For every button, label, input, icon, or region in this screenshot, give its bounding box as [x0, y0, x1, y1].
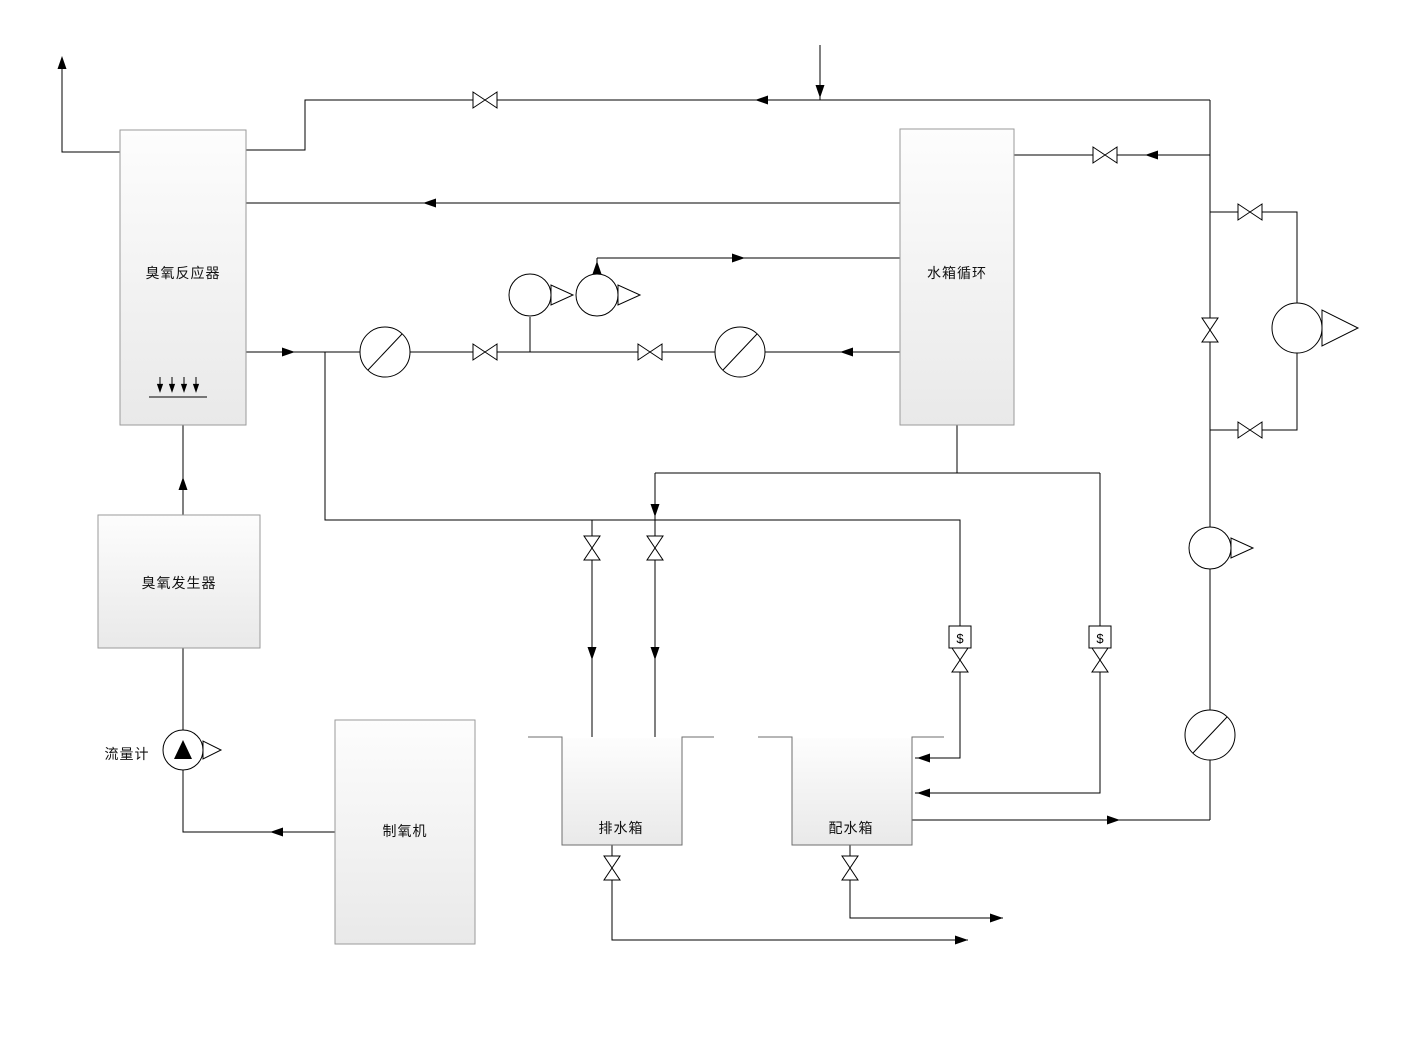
- pump-icon-4: [1184, 709, 1236, 761]
- oxygen-machine-box: [334, 719, 476, 945]
- pump-icon-1: [359, 326, 411, 378]
- valve-icon-bypass-top: [1237, 203, 1263, 221]
- ozone-generator-box: [97, 514, 261, 649]
- valve-icon-drain-1: [583, 535, 601, 561]
- arrow-tankfeed-left: [1145, 150, 1158, 160]
- pipe-vent: [61, 60, 120, 153]
- solenoid-valve-icon-2: $: [1088, 625, 1112, 673]
- water-tank-circulation-label: 水箱循环: [927, 265, 987, 281]
- drain-tank-fill: [562, 738, 682, 845]
- arrow-supply-right: [732, 253, 745, 263]
- arrow-dist-in-1: [917, 753, 930, 763]
- flow-meter-icon: [162, 729, 223, 771]
- arrow-distout-right: [990, 913, 1003, 923]
- drain-tank-label: 排水箱: [598, 820, 644, 836]
- arrow-top-left: [755, 95, 768, 105]
- arrow-mid-right: [282, 347, 295, 357]
- ozone-generator-label: 臭氧发生器: [141, 575, 217, 591]
- valve-icon-tank-feed: [1092, 146, 1118, 164]
- pipe-tank-bottom-header: [655, 424, 1100, 474]
- valve-icon-drain-out: [603, 855, 621, 881]
- arrow-oxygen-left: [270, 827, 283, 837]
- arrow-drainout-right: [955, 935, 968, 945]
- ozone-reactor-box: [119, 129, 247, 426]
- arrow-drain1-down: [587, 647, 597, 660]
- valve-icon-bypass-bot: [1237, 421, 1263, 439]
- valve-icon-mid-right: [637, 343, 663, 361]
- oxygen-machine-label: 制氧机: [382, 823, 428, 839]
- arrow-mid-left: [840, 347, 853, 357]
- flow-meter-label: 流量计: [104, 746, 150, 762]
- valves: $ $: [472, 91, 1263, 881]
- water-tank-circulation-box: [899, 128, 1015, 426]
- solenoid-symbol-2: $: [1096, 631, 1104, 646]
- pipe-drain-drain: [611, 845, 968, 941]
- arrow-outlet-right: [1107, 815, 1120, 825]
- distribution-tank-fill: [792, 738, 912, 845]
- arrow-ozone-up: [178, 477, 188, 490]
- valve-icon-dist-out: [841, 855, 859, 881]
- distribution-tank-label: 配水箱: [828, 820, 874, 836]
- drain-tank-outline: [528, 736, 714, 846]
- arrow-vent-up: [57, 56, 67, 69]
- pumps: [162, 273, 1360, 771]
- arrow-return-left: [423, 198, 436, 208]
- pipe-pump-return: [596, 257, 900, 273]
- pipe-oxygen-line: [182, 648, 335, 833]
- equipment-shapes: [97, 128, 1015, 945]
- arrow-drain2-down-2: [650, 647, 660, 660]
- injector-icon-2: [575, 273, 641, 317]
- valve-icon-mid-left: [472, 343, 498, 361]
- arrow-drop-down: [815, 85, 825, 98]
- pipe-dist-feed: [915, 473, 1101, 794]
- valve-icon-drain-2: [646, 535, 664, 561]
- sparger-icon: [149, 377, 207, 398]
- ozone-reactor-label: 臭氧反应器: [145, 265, 221, 281]
- arrow-dist-in-2: [917, 788, 930, 798]
- distribution-tank-outline: [758, 736, 944, 846]
- pipe-dist-drain: [849, 845, 1003, 919]
- pump-icon-3: [1188, 526, 1254, 570]
- blower-icon: [1271, 302, 1360, 354]
- pump-icon-2: [714, 326, 766, 378]
- pipe-left-down-run: [324, 352, 961, 759]
- solenoid-valve-icon-1: $: [948, 625, 972, 673]
- arrow-drain2-down-1: [650, 504, 660, 517]
- solenoid-symbol-1: $: [956, 631, 964, 646]
- valve-icon-top: [472, 91, 498, 109]
- valve-icon-riser: [1201, 317, 1219, 343]
- injector-icon-1: [508, 273, 574, 317]
- pipe-top-main: [245, 99, 1210, 151]
- arrow-riser-up: [592, 261, 602, 274]
